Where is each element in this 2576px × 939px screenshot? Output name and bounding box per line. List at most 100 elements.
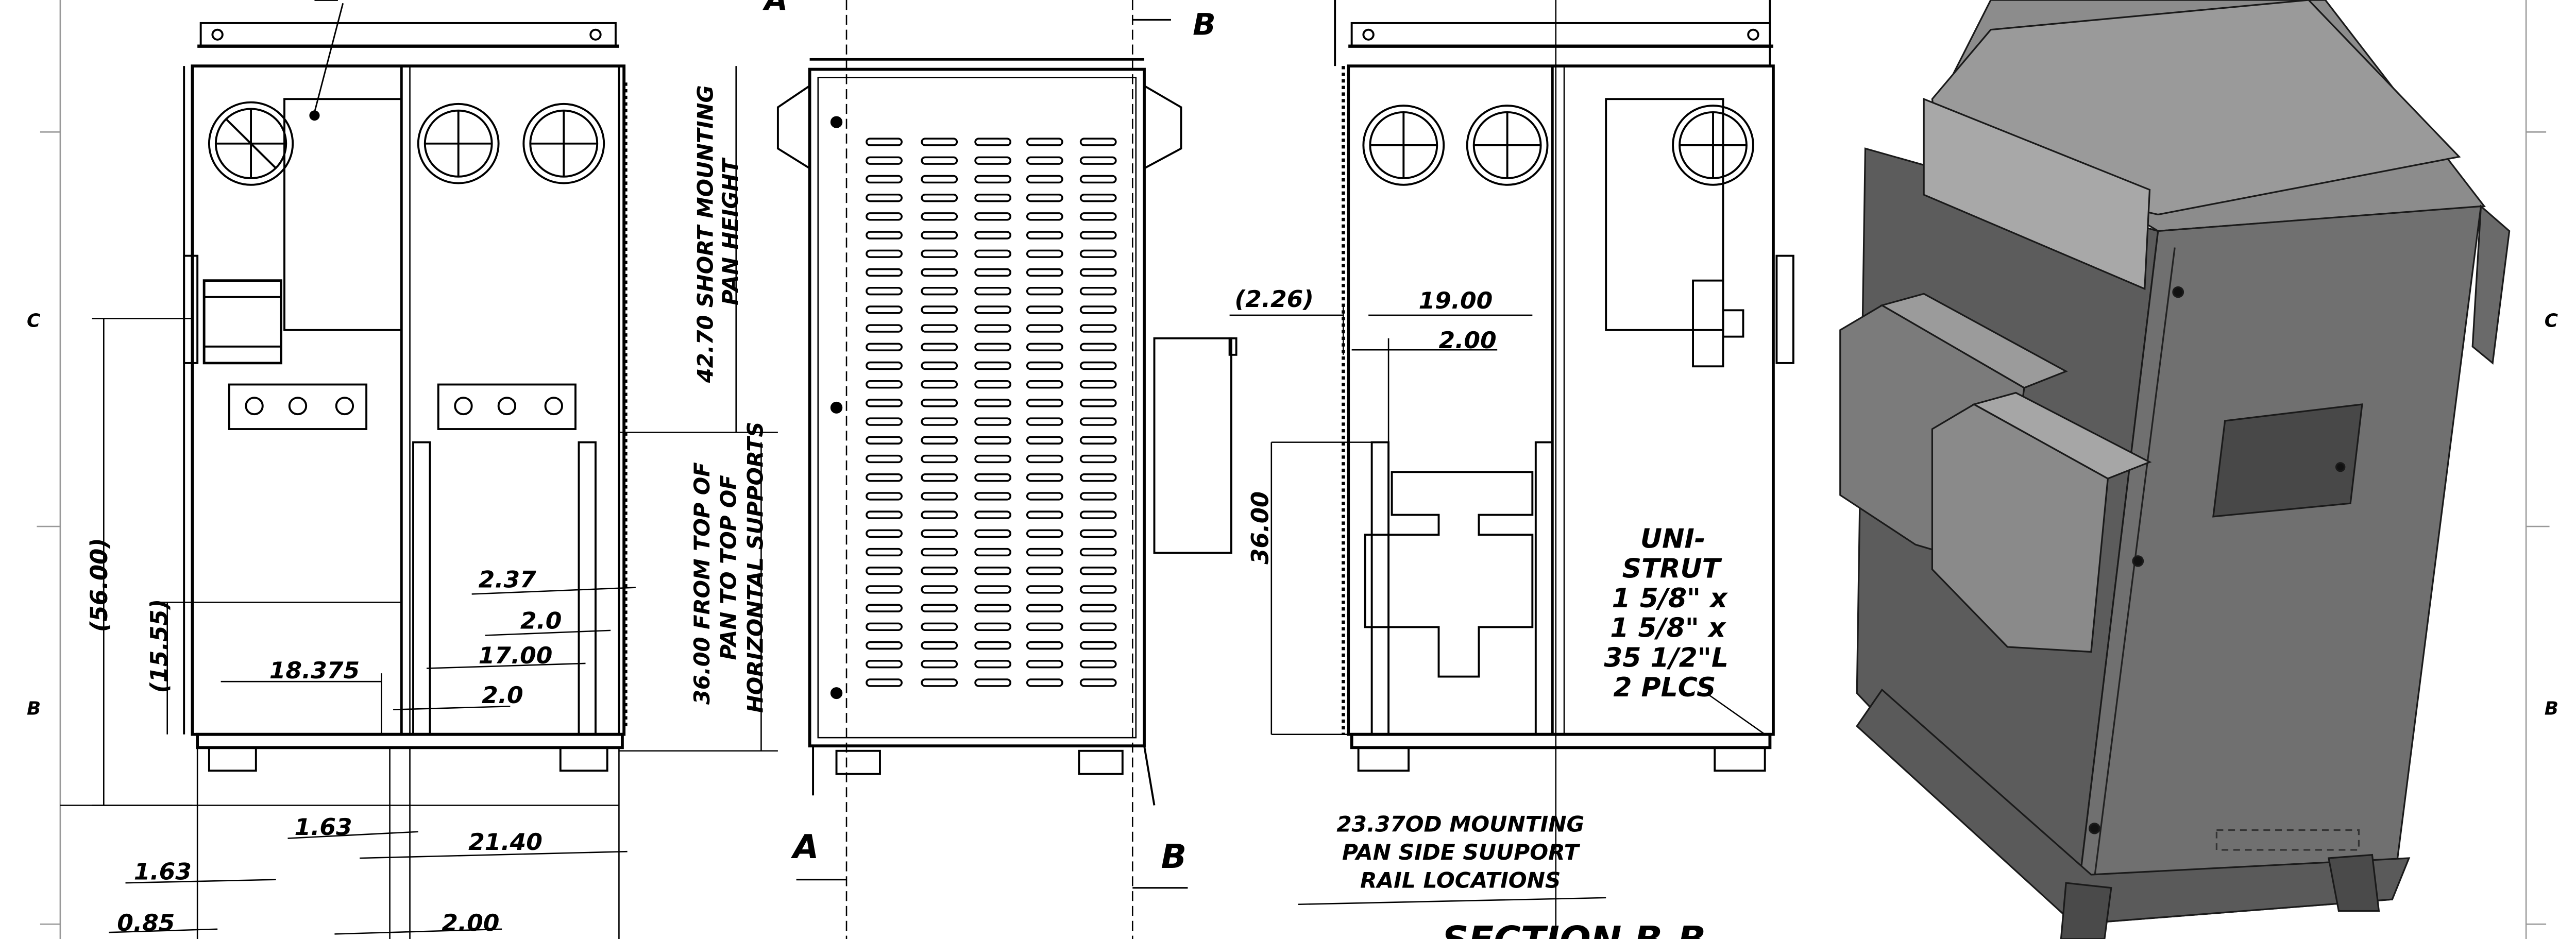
fan-section-2 — [1466, 105, 1549, 186]
louver-slot — [974, 492, 1012, 501]
louver-slot — [866, 380, 903, 389]
dim-15-55: (15.55) — [145, 599, 173, 693]
louver-slot — [1079, 249, 1117, 258]
louver-slot — [1026, 138, 1063, 146]
louver-slot — [921, 622, 958, 631]
louver-slot — [1079, 492, 1117, 501]
louver-slot — [1026, 678, 1063, 687]
zone-label-b-left: B — [27, 698, 41, 719]
louver-slot — [1026, 231, 1063, 240]
louver-slot — [974, 436, 1012, 445]
louver-slot — [866, 567, 903, 575]
rail-note-line: RAIL LOCATIONS — [1360, 868, 1561, 893]
louver-slot — [866, 156, 903, 165]
louver-slot — [866, 417, 903, 426]
louver-slot — [1079, 138, 1117, 146]
louver-slot — [1079, 175, 1117, 184]
louver-slot — [921, 193, 958, 202]
dim-19-00: 19.00 — [1419, 287, 1493, 314]
louver-slot — [921, 212, 958, 221]
louver-slot — [1079, 380, 1117, 389]
louver-slot — [1026, 361, 1063, 370]
dim-36-00: 36.00 — [1246, 491, 1274, 565]
louver-slot — [974, 548, 1012, 557]
louver-slot — [866, 641, 903, 650]
section-b-bottom: B — [1161, 838, 1187, 876]
louver-slot — [974, 585, 1012, 594]
louver-slot — [866, 286, 903, 296]
louver-slot — [921, 286, 958, 296]
louver-slot — [974, 380, 1012, 389]
louver-slot — [921, 567, 958, 575]
note-supports-3: HORIZONTAL SUPPORTS — [742, 422, 768, 713]
louver-slot — [921, 305, 958, 314]
section-a-top: A — [762, 0, 788, 17]
dim-0-85: 0.85 — [117, 909, 175, 936]
louver-slot — [866, 473, 903, 482]
louver-slot — [866, 622, 903, 631]
louver-slot — [1026, 436, 1063, 445]
louver-slot — [1079, 268, 1117, 277]
unistrut-note-line: 35 1/2"L — [1604, 643, 1728, 674]
louver-slot — [921, 454, 958, 464]
note-mounting-pan-1: 42.70 SHORT MOUNTING — [692, 85, 718, 383]
louver-slot — [1079, 473, 1117, 482]
section-arrows — [796, 19, 1188, 889]
louver-slot — [1026, 212, 1063, 221]
sheet-border — [37, 0, 2550, 939]
dim-1-63-a: 1.63 — [294, 813, 352, 841]
louver-slot — [866, 361, 903, 370]
unistrut-note-line: STRUT — [1622, 554, 1722, 585]
louver-slot — [921, 641, 958, 650]
louver-slot — [866, 399, 903, 407]
louver-slot — [921, 399, 958, 407]
louver-slot — [921, 324, 958, 333]
dim-2-0-b: 2.0 — [482, 681, 523, 709]
louver-slot — [1026, 175, 1063, 184]
louver-slot — [974, 641, 1012, 650]
louver-slot — [974, 454, 1012, 464]
louver-slot — [866, 604, 903, 612]
section-a-bottom: A — [790, 828, 819, 866]
louver-slot — [866, 510, 903, 519]
louver-slot — [921, 473, 958, 482]
view-left-interior — [183, 0, 628, 772]
louver-slot — [1079, 343, 1117, 351]
louver-slot — [1026, 249, 1063, 258]
louver-slot — [1079, 641, 1117, 650]
louver-slot — [1079, 212, 1117, 221]
louver-slot — [974, 529, 1012, 538]
fan-left-3 — [522, 103, 605, 184]
zone-label-c-left: C — [27, 311, 40, 332]
louver-slot — [1079, 156, 1117, 165]
louver-grid — [866, 138, 1117, 687]
louver-slot — [921, 380, 958, 389]
louver-slot — [974, 604, 1012, 612]
louver-slot — [974, 156, 1012, 165]
louver-slot — [1026, 268, 1063, 277]
dim-18-375: 18.375 — [269, 657, 360, 684]
dim-1-63-b: 1.63 — [134, 858, 192, 885]
louver-slot — [1026, 454, 1063, 464]
louver-slot — [1026, 193, 1063, 202]
louver-slot — [921, 175, 958, 184]
louver-slot — [866, 454, 903, 464]
louver-slot — [1026, 641, 1063, 650]
louver-slot — [866, 193, 903, 202]
louver-slot — [1026, 604, 1063, 612]
dim-2-26: (2.26) — [1234, 285, 1314, 313]
louver-slot — [1079, 567, 1117, 575]
louver-slot — [866, 175, 903, 184]
louver-slot — [921, 678, 958, 687]
louver-slot — [921, 436, 958, 445]
louver-slot — [1079, 510, 1117, 519]
louver-slot — [1079, 678, 1117, 687]
louver-slot — [866, 231, 903, 240]
louver-slot — [921, 529, 958, 538]
dim-21-40: 21.40 — [468, 828, 543, 856]
louver-slot — [974, 473, 1012, 482]
louver-slot — [974, 399, 1012, 407]
dim-17-00: 17.00 — [479, 642, 553, 669]
